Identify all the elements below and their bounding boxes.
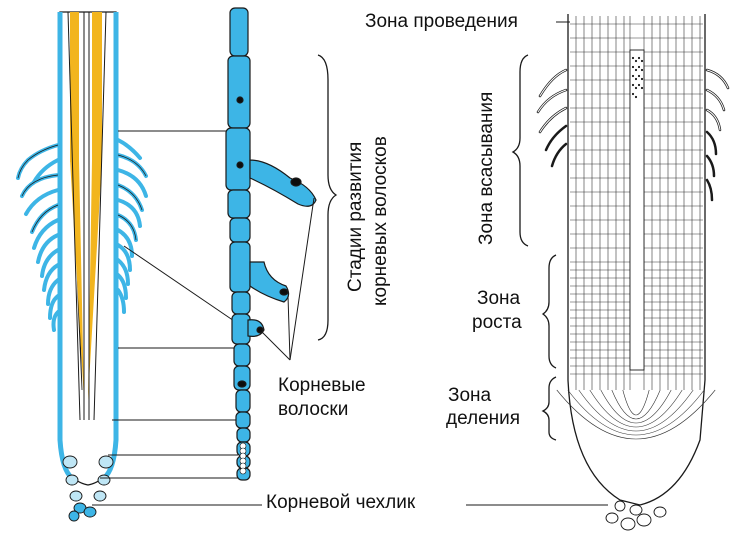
chain-cell <box>235 411 251 429</box>
left-root-hair-outlines <box>17 144 147 241</box>
right-root-cell-grid <box>556 16 716 440</box>
left-root-cap <box>62 455 114 522</box>
growth-zone-label-line2: роста <box>472 312 522 333</box>
chain-vacuole <box>239 467 247 475</box>
division-arc <box>578 389 694 432</box>
chain-cell <box>227 189 251 219</box>
vessel-column <box>629 49 645 371</box>
vessel-dot <box>634 95 638 99</box>
chain-cell <box>225 127 251 191</box>
chain-cell <box>235 389 251 413</box>
chain-cell <box>231 291 251 315</box>
vessel-dot <box>631 56 635 60</box>
xylem-strand-left-band <box>70 12 79 162</box>
xylem-strand-right-band <box>92 12 102 162</box>
vessel-dot <box>637 56 641 60</box>
conduction-zone-label: Зона проведения <box>365 11 518 32</box>
vessel-dot <box>631 83 635 87</box>
stages-bracket <box>317 54 338 341</box>
vessel-dot <box>640 77 644 81</box>
division-arc <box>567 389 705 436</box>
root-hairs-label-line1: Корневые <box>278 375 366 396</box>
vessel-dot <box>637 65 641 69</box>
right-root-cap-cells <box>605 500 667 531</box>
left-root-body <box>59 11 117 486</box>
cell-nucleus <box>279 288 289 296</box>
absorption-zone-label: Зона всасывания <box>476 91 497 245</box>
growth-bracket <box>541 254 557 369</box>
division-arc <box>611 389 661 420</box>
cell-nucleus <box>236 96 244 104</box>
root-cap-label: Корневой чехлик <box>266 492 416 513</box>
xylem-taper <box>70 160 102 400</box>
chain-cell <box>236 427 251 443</box>
cell-nucleus <box>236 161 244 169</box>
division-arc <box>556 389 716 440</box>
vessel-dot <box>634 68 638 72</box>
vessel-dot <box>637 74 641 78</box>
right-root-section <box>536 14 730 531</box>
chain-cell <box>231 313 251 345</box>
vessel-dot <box>631 92 635 96</box>
left-root-section <box>16 11 148 522</box>
vessel-dots <box>631 56 644 99</box>
vessel-dot <box>640 86 644 90</box>
absorption-bracket <box>511 54 529 247</box>
division-zone-label-line2: деления <box>446 408 521 429</box>
chain-cell <box>229 217 251 243</box>
right-root-hairs-inner <box>537 69 729 133</box>
vessel-dot <box>631 74 635 78</box>
division-arc <box>589 389 683 428</box>
vessel-dot <box>631 65 635 69</box>
long-root-hair <box>249 150 317 207</box>
root-hairs-label-line2: волоски <box>278 399 349 420</box>
vessel-dot <box>640 68 644 72</box>
vessel-dot <box>634 59 638 63</box>
growth-zone-label-line1: Зона <box>477 288 521 309</box>
connector-lines <box>92 130 262 506</box>
vessel-dot <box>634 86 638 90</box>
chain-cell <box>233 343 251 367</box>
chain-cell <box>229 7 249 57</box>
vessel-dot <box>640 59 644 63</box>
zone-brackets <box>511 54 557 441</box>
vessel-dot <box>637 83 641 87</box>
cell-nucleus <box>237 380 247 388</box>
vessel-dot <box>634 77 638 81</box>
root-hair-stages-label-line1: Стадии развития <box>345 141 366 292</box>
cell-nucleus <box>290 177 302 187</box>
chain-cell <box>227 55 251 129</box>
division-bracket <box>541 376 557 441</box>
division-arc <box>600 389 672 424</box>
division-zone-label-line1: Зона <box>448 385 492 406</box>
root-hairs-pointers <box>261 197 315 361</box>
root-hair-stages-label-line2: корневых волосков <box>370 136 391 306</box>
chain-cell <box>229 241 251 293</box>
root-hair-cell-chain <box>225 7 317 481</box>
cell-nucleus <box>256 326 264 334</box>
medium-root-hair <box>249 261 290 303</box>
